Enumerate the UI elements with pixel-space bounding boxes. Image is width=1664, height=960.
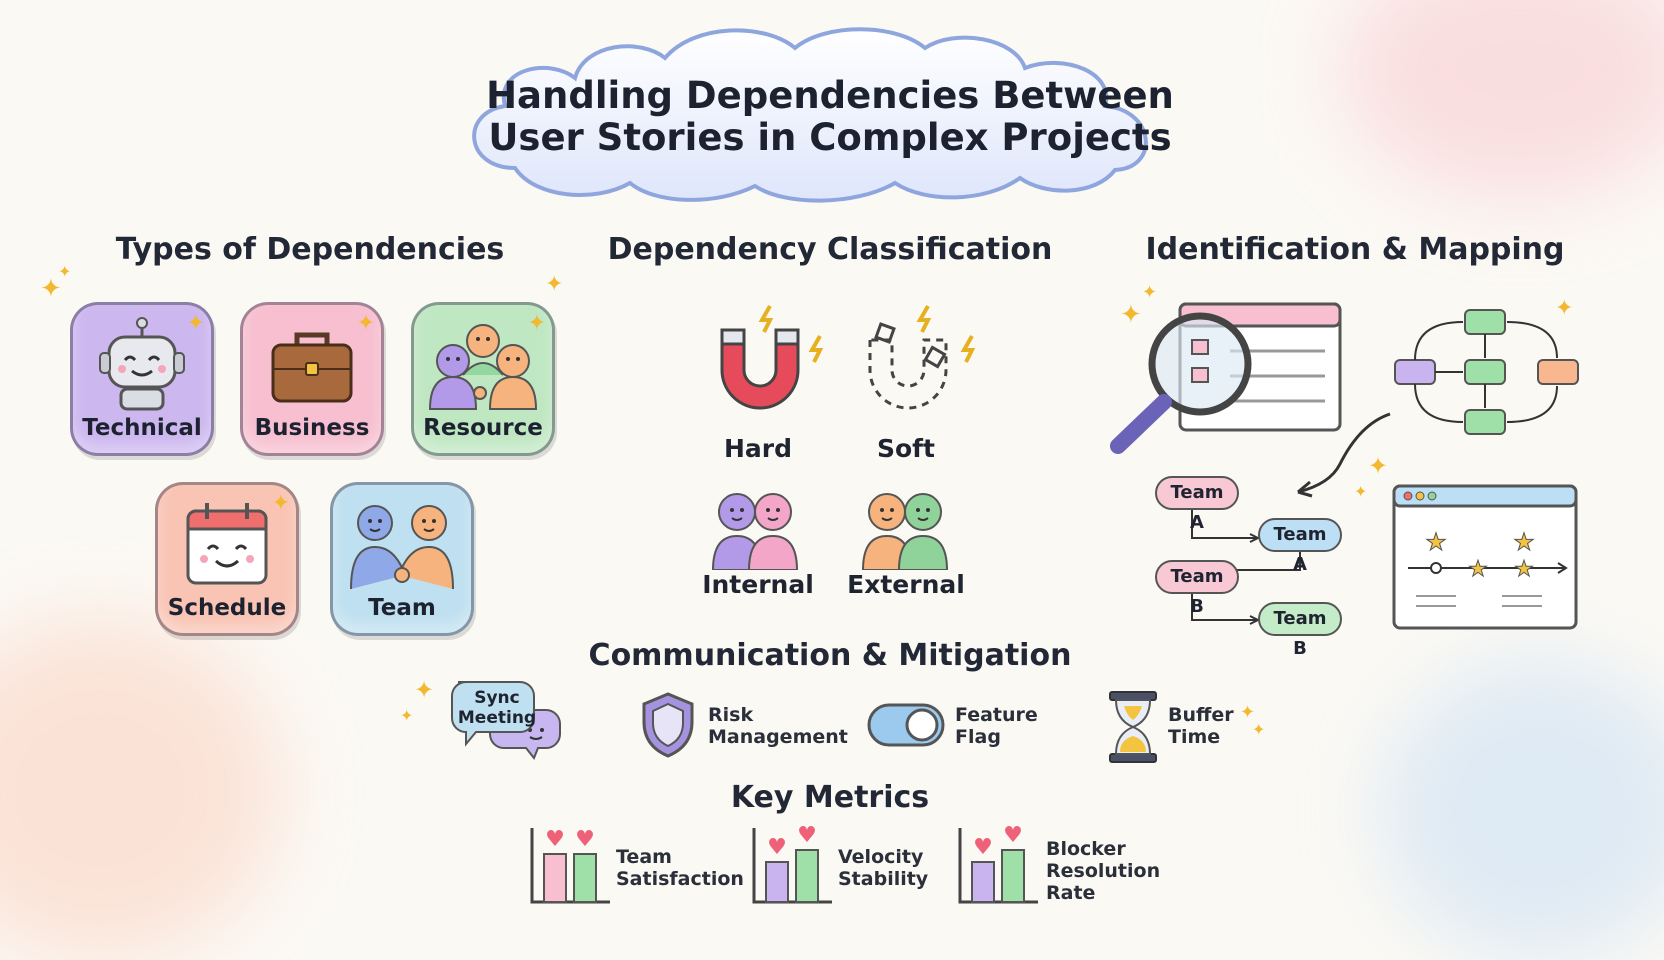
sparkle-icon: ✦	[1354, 482, 1368, 501]
class-label-hard: Hard	[723, 434, 793, 463]
team-connectors	[1191, 508, 1301, 625]
sync-line-1: Sync	[474, 688, 520, 708]
bar-chart-icon: ♥ ♥	[530, 827, 610, 904]
metric-line: Blocker	[1046, 838, 1126, 860]
sparkle-icon: ✦	[271, 491, 290, 516]
card-business[interactable]: ✦ Business	[240, 302, 384, 456]
handshake-icon	[350, 505, 454, 590]
chat-bubbles-icon	[451, 681, 561, 760]
metric-line: Resolution	[1046, 860, 1161, 882]
card-technical[interactable]: ✦ Technical	[70, 302, 214, 456]
sparkle-icon: ✦	[1240, 702, 1256, 723]
svg-text:★: ★	[1513, 528, 1535, 556]
team-node[interactable]: Team A	[1258, 518, 1342, 575]
svg-text:★: ★	[1468, 557, 1488, 582]
sparkle-icon: ✦	[414, 676, 435, 704]
toggle-icon[interactable]	[866, 702, 946, 748]
shield-icon	[642, 692, 694, 758]
metric-line: Rate	[1046, 882, 1096, 904]
title-cloud: Handling Dependencies Between User Stori…	[455, 18, 1205, 208]
card-resource[interactable]: ✦ Resource	[411, 302, 555, 456]
title-line-2: User Stories in Complex Projects	[488, 116, 1172, 159]
people-group-icon	[428, 324, 538, 410]
svg-text:★: ★	[1425, 528, 1447, 556]
metric-blocker-resolution-rate: Blocker Resolution Rate	[1046, 838, 1160, 904]
types-heading: Types of Dependencies	[115, 232, 505, 267]
item-line-1: Risk	[708, 704, 754, 726]
orange-green-people-icon	[861, 493, 949, 570]
metric-team-satisfaction: Team Satisfaction	[616, 846, 744, 890]
card-label: Schedule	[167, 595, 287, 621]
bar-chart-icon: ♥ ♥	[958, 824, 1038, 904]
item-line-1: Buffer	[1168, 704, 1234, 726]
robot-icon	[99, 317, 185, 411]
svg-text:♥: ♥	[545, 827, 565, 852]
card-label: Technical	[82, 415, 202, 441]
metric-line: Velocity	[838, 846, 924, 868]
curved-arrow-icon	[1297, 412, 1391, 498]
dashed-magnet-icon	[868, 305, 976, 410]
risk-management-label: Risk Management	[708, 704, 848, 748]
svg-text:♥: ♥	[1003, 824, 1023, 848]
sparkle-icon: ✦	[1555, 296, 1574, 321]
class-label-soft: Soft	[876, 434, 935, 463]
team-node[interactable]: Team B	[1258, 602, 1342, 659]
item-line-2: Flag	[955, 726, 1001, 748]
sparkle-icon: ✦	[356, 311, 375, 336]
card-team[interactable]: Team	[330, 482, 474, 636]
svg-text:♥: ♥	[797, 824, 817, 848]
briefcase-icon	[271, 332, 353, 403]
sparkle-icon: ✦	[1142, 282, 1158, 303]
svg-text:♥: ♥	[575, 827, 595, 852]
buffer-time-label: Buffer Time	[1168, 704, 1234, 748]
sparkle-icon: ✦	[40, 274, 62, 304]
sparkle-icon: ✦	[1368, 452, 1389, 480]
team-node[interactable]: Team B	[1155, 560, 1239, 617]
item-line-2: Time	[1168, 726, 1221, 748]
svg-text:♥: ♥	[767, 835, 787, 860]
sparkle-icon: ✦	[186, 311, 205, 336]
card-label: Business	[254, 415, 370, 441]
sparkle-icon: ✦	[1252, 720, 1266, 739]
bar-chart-icon: ♥ ♥	[752, 824, 832, 904]
magnifier-document-icon	[1110, 302, 1342, 454]
class-label-internal: Internal	[702, 570, 814, 599]
communication-heading: Communication & Mitigation	[588, 638, 1072, 673]
purple-pink-people-icon	[711, 493, 799, 570]
timeline-window-icon: ★ ★ ★ ★	[1392, 484, 1578, 630]
metric-line: Stability	[838, 868, 929, 890]
team-node[interactable]: Team A	[1155, 476, 1239, 533]
sparkle-icon: ✦	[527, 311, 546, 336]
sparkle-icon: ✦	[545, 272, 564, 297]
metric-velocity-stability: Velocity Stability	[838, 846, 928, 890]
calendar-icon	[186, 503, 268, 585]
class-label-external: External	[847, 570, 965, 599]
feature-flag-label: Feature Flag	[955, 704, 1038, 748]
sync-meeting-label: Sync Meeting	[454, 688, 540, 728]
magnet-icon	[720, 305, 824, 410]
sparkle-icon: ✦	[58, 262, 72, 281]
sync-line-2: Meeting	[457, 708, 537, 728]
card-label: Team	[368, 595, 436, 621]
sparkle-icon: ✦	[400, 706, 414, 725]
metric-line: Satisfaction	[616, 868, 744, 890]
metrics-heading: Key Metrics	[730, 780, 930, 815]
metric-line: Team	[616, 846, 672, 868]
card-schedule[interactable]: ✦ Schedule	[155, 482, 299, 636]
sparkle-icon: ✦	[1120, 300, 1142, 330]
svg-text:★: ★	[1514, 557, 1534, 582]
flow-diagram-icon	[1394, 309, 1579, 435]
identification-heading: Identification & Mapping	[1145, 232, 1565, 267]
classification-heading: Dependency Classification	[607, 232, 1053, 267]
item-line-2: Management	[708, 726, 848, 748]
hourglass-icon	[1109, 691, 1157, 763]
svg-text:♥: ♥	[973, 835, 993, 860]
title-line-1: Handling Dependencies Between	[486, 74, 1174, 117]
card-label: Resource	[423, 415, 543, 441]
item-line-1: Feature	[955, 704, 1038, 726]
